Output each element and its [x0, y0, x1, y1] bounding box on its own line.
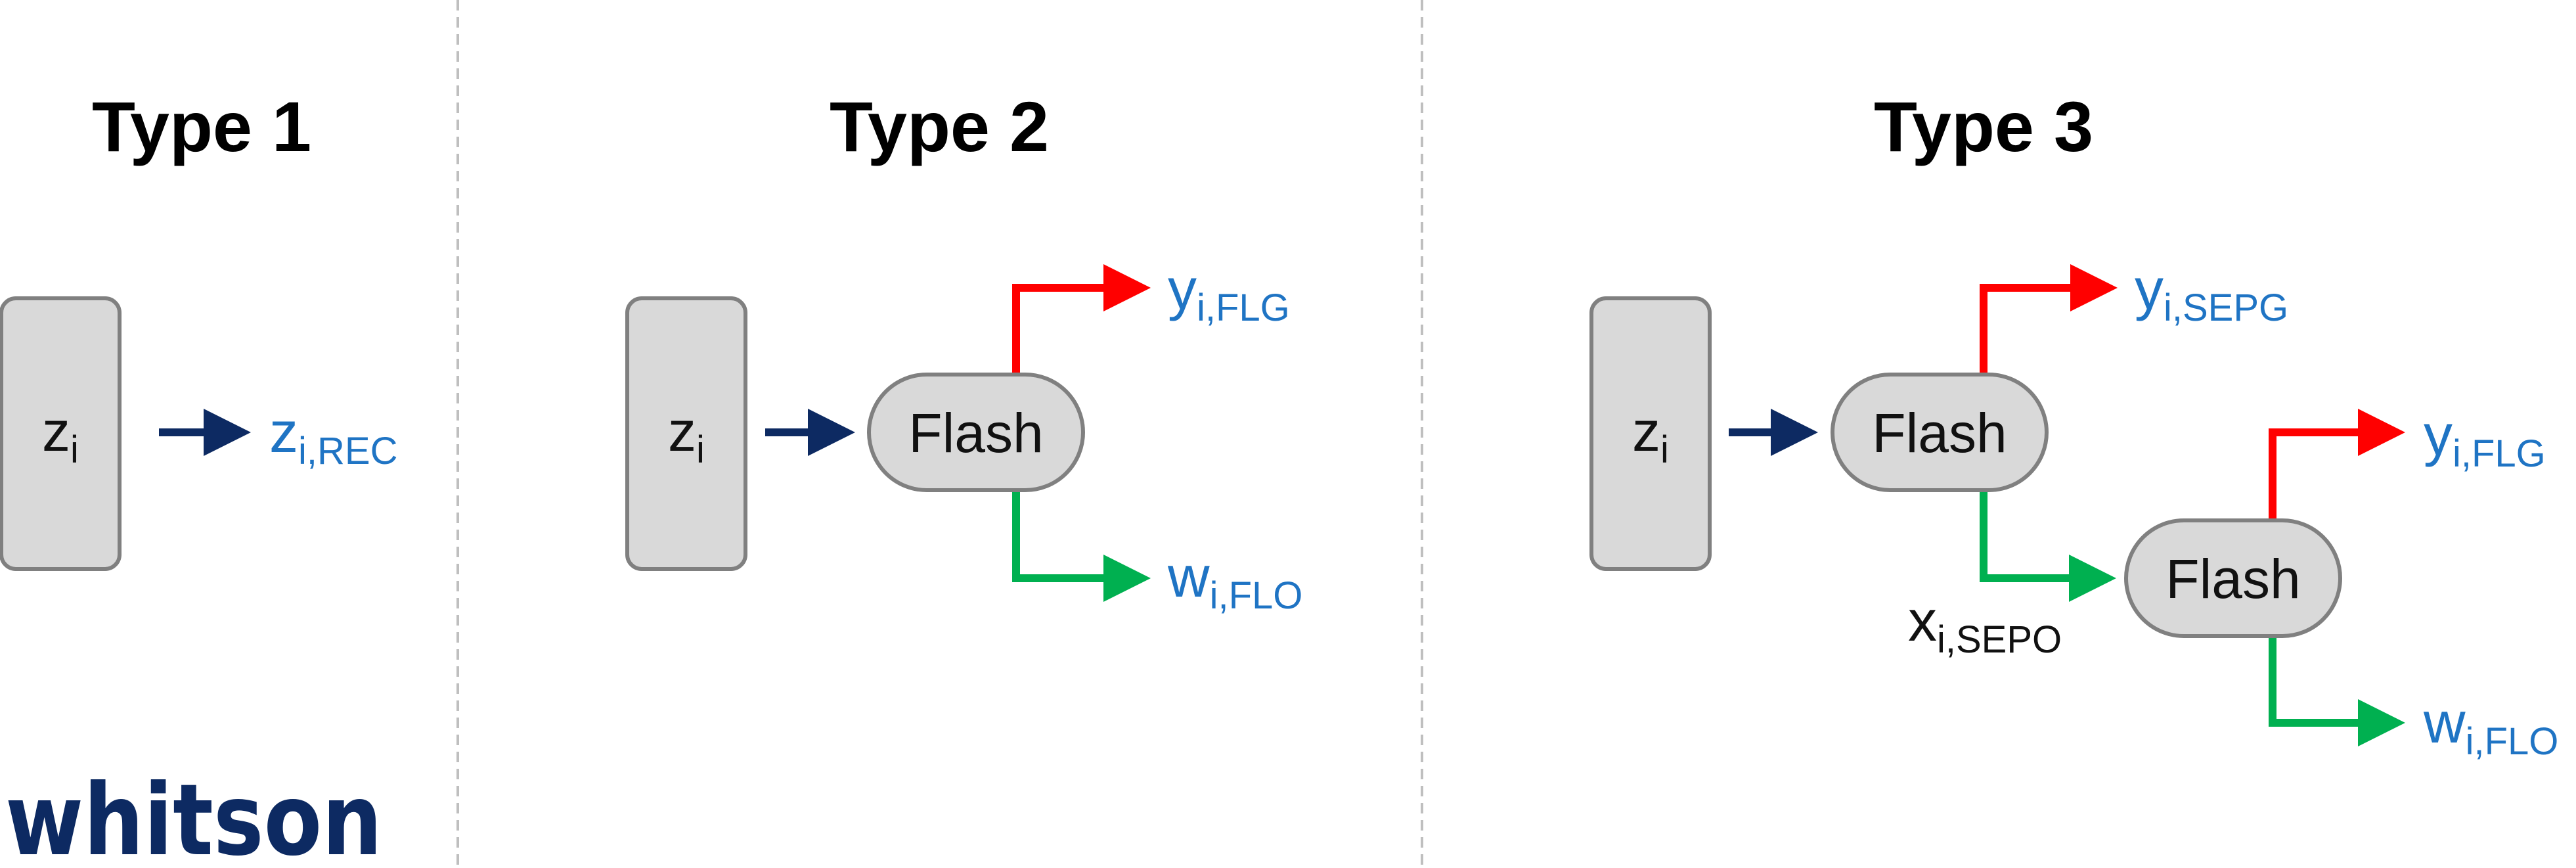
flash-gas-label: yi,FLG — [2424, 402, 2546, 475]
feed-box — [625, 296, 747, 571]
separator-gas-line — [1980, 264, 2118, 375]
oil-stream-label: wi,FLO — [1167, 544, 1302, 617]
flash-oil-line — [2269, 635, 2405, 746]
feed-box — [0, 296, 122, 571]
feed-label: zi — [42, 400, 79, 471]
gas-stream-line — [1012, 264, 1151, 375]
whitson-logo: whitson — [5, 764, 382, 868]
flash-gas-line — [2269, 409, 2405, 520]
panel-title-type1: Type 1 — [92, 87, 311, 166]
feed-label: zi — [668, 400, 705, 471]
panel-title-type3: Type 3 — [1874, 87, 2093, 166]
separator-oil-line — [1980, 490, 2116, 602]
oil-stream-line — [1012, 490, 1151, 602]
type1-panel: zi zi,REC — [0, 296, 397, 571]
recombined-stream-label: zi,REC — [269, 400, 397, 472]
separator-flash-label: Flash — [1872, 402, 2007, 464]
gas-stream-label: yi,FLG — [1168, 256, 1290, 329]
feed-label: zi — [1632, 400, 1669, 471]
separator-flash-unit — [1831, 373, 2049, 492]
type2-panel: zi Flash yi,FLG wi,FLO — [625, 256, 1302, 617]
stock-tank-flash-unit — [2124, 518, 2342, 638]
flash-oil-label: wi,FLO — [2423, 690, 2558, 763]
panel-title-type2: Type 2 — [830, 87, 1049, 166]
flash-unit — [867, 373, 1085, 492]
type3-panel: zi Flash Flash yi,SEPG xi,SEPO yi,FLG wi… — [1589, 256, 2558, 763]
separator-gas-label: yi,SEPG — [2135, 256, 2288, 329]
feed-box — [1589, 296, 1712, 571]
flash-label: Flash — [908, 402, 1043, 464]
stock-tank-flash-label: Flash — [2165, 548, 2300, 610]
separator-oil-label: xi,SEPO — [1908, 588, 2062, 661]
